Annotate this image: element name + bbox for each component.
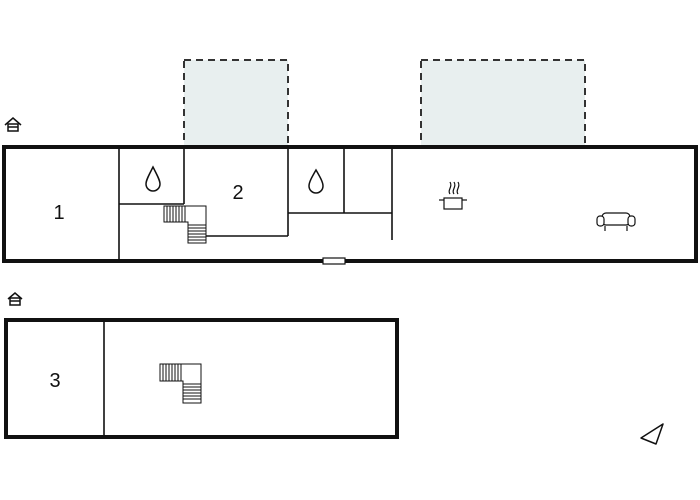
- room-label-3: 3: [49, 370, 60, 392]
- ground-floor-walls: [118, 147, 393, 261]
- house-icon: [7, 292, 23, 306]
- stairs-icon: [163, 205, 207, 244]
- ground-floor-outline: [2, 145, 698, 263]
- room-label-2: 2: [232, 182, 243, 204]
- terrace-left: [183, 59, 289, 147]
- cooking-pot-icon: [439, 181, 467, 210]
- room-label-1: 1: [53, 202, 64, 224]
- house-icon: [4, 117, 22, 132]
- entrance-door: [322, 257, 346, 265]
- water-drop-icon: [145, 165, 161, 192]
- water-drop-icon: [308, 168, 324, 194]
- terrace-right: [420, 59, 586, 147]
- north-arrow-icon: [640, 423, 664, 445]
- stairs-icon: [159, 363, 202, 404]
- sofa-icon: [596, 212, 636, 231]
